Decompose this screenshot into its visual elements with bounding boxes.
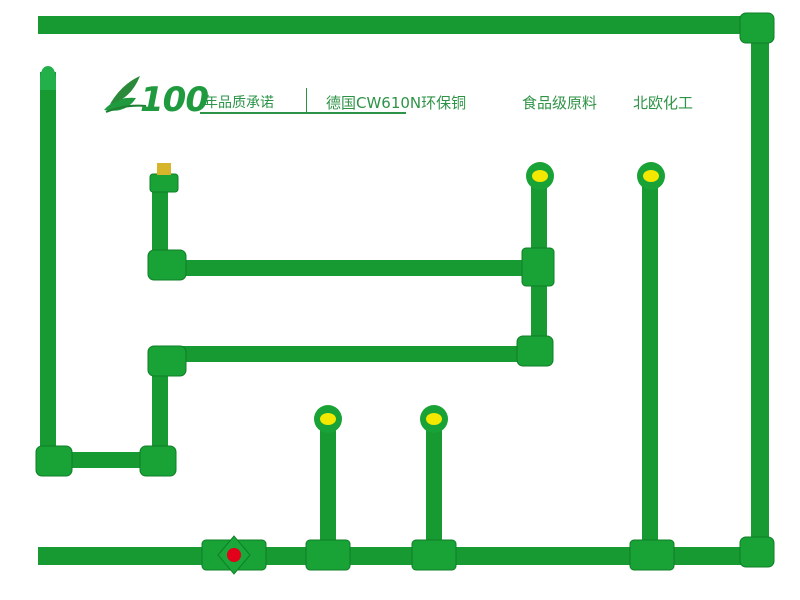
elbow-top-right [739, 12, 775, 44]
valve-icon [217, 535, 251, 575]
brand-separator [306, 88, 307, 112]
elbow-mid-bottom [139, 445, 177, 477]
pipe-right-v-short [531, 280, 547, 342]
pipe-upper-h [175, 260, 527, 276]
tee-bottom-3 [629, 539, 675, 571]
leaf-icon [104, 76, 147, 113]
outlet-4 [420, 405, 448, 433]
adapter-upper-left [149, 173, 179, 193]
tagline-borealis: 北欧化工 [633, 94, 694, 112]
pipe-outlet4-v [426, 428, 442, 548]
brand-slogan: 年品质承诺 [204, 95, 274, 111]
elbow-left-bottom [35, 445, 73, 477]
tee-bottom-1 [305, 539, 351, 571]
elbow-right-mid [516, 335, 554, 367]
elbow-bottom-right [739, 536, 775, 568]
elbow-mid-upper [147, 345, 187, 377]
outlet-3 [314, 405, 342, 433]
brass-cap [157, 163, 171, 175]
pipe-top [38, 16, 750, 34]
brand-underline [200, 112, 406, 114]
tee-upper-right [521, 247, 555, 287]
pipe-mid-h [175, 346, 523, 362]
elbow-upper-left [147, 249, 187, 281]
pipe-outlet1-v [531, 185, 547, 255]
tagline-food-grade: 食品级原料 [522, 94, 598, 112]
outlet-2 [637, 162, 665, 190]
pipe-right [751, 30, 769, 550]
brand-number: 100 [140, 80, 209, 120]
pipe-outlet2-v [642, 185, 658, 547]
tagline-brass: 德国CW610N环保铜 [326, 94, 467, 112]
pipe-outlet3-v [320, 428, 336, 548]
tee-bottom-2 [411, 539, 457, 571]
outlet-1 [526, 162, 554, 190]
pipe-left-bottom-h [58, 452, 148, 468]
pipe-mid-lower-v [152, 370, 168, 450]
pipe-left [40, 72, 56, 457]
pipe-upper-left-v [152, 190, 168, 252]
